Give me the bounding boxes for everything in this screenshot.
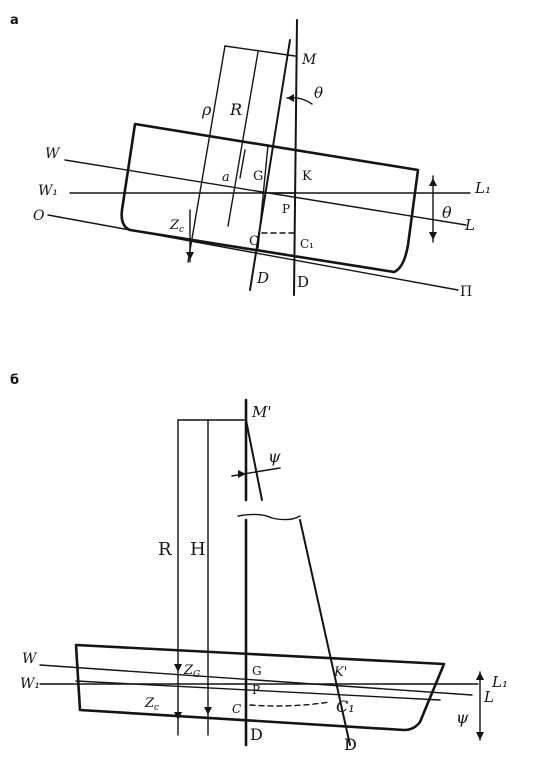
label-l1-a: L₁ — [474, 179, 491, 197]
psi-side-arrow-down-b — [476, 732, 484, 740]
zc-arrow-up-b — [174, 664, 182, 672]
inclined-line-cd-a — [249, 39, 291, 291]
label-m-b: M' — [251, 403, 271, 421]
psi-arc-top-b — [231, 467, 281, 477]
zc-arrow-a — [186, 252, 194, 260]
label-psi-side-b: ψ — [456, 708, 469, 727]
label-o-a: O — [33, 208, 45, 224]
label-pi-a: П — [460, 284, 472, 300]
label-k-b: K' — [333, 665, 347, 680]
label-zc-a: Zc — [169, 218, 184, 235]
label-w-b: W — [22, 651, 38, 667]
waterline-wl-b — [39, 664, 473, 696]
r-line-a — [227, 51, 259, 227]
h-arrow-b — [204, 707, 212, 715]
label-c-b: C — [232, 702, 241, 716]
rho-line-a — [187, 45, 226, 263]
theta-side-arrow-down-a — [429, 232, 437, 240]
label-w-a: W — [45, 146, 61, 162]
inner-line-b — [75, 680, 441, 701]
label-g-b: G — [252, 664, 262, 678]
baseline-o-a — [47, 214, 459, 291]
break-mark-b — [237, 513, 301, 521]
label-p-a: P — [282, 202, 290, 216]
label-zg-b: ZG — [183, 663, 200, 680]
panel-a: а M θ ρ R — [10, 13, 491, 300]
label-a-a: a — [222, 170, 230, 185]
line-g-c-a — [257, 144, 269, 249]
panel-a-tag: а — [10, 13, 19, 28]
label-theta-top-a: θ — [314, 84, 323, 102]
hull-outline-b — [74, 643, 446, 732]
label-r-a: R — [229, 100, 242, 119]
hull-outline-a — [120, 122, 420, 274]
label-k-a: K — [302, 169, 312, 184]
label-c-a: C — [249, 234, 259, 249]
label-d-right-a: D — [297, 273, 309, 291]
label-l-b: L — [483, 688, 494, 706]
label-d-left-a: D — [256, 269, 269, 287]
top-bar-a — [224, 45, 296, 57]
label-g-a: G — [253, 169, 263, 184]
label-c1-b: C₁ — [336, 697, 355, 716]
label-d-left-b: D — [250, 725, 263, 744]
label-l-a: L — [464, 216, 475, 234]
panel-b-tag: б — [10, 373, 19, 388]
vertical-line-kd-a — [293, 19, 298, 296]
theta-side-arrow-up-a — [429, 178, 437, 186]
label-d-right-b: D — [344, 735, 357, 754]
zc-arrow-low-b — [174, 712, 182, 720]
label-p-b: P — [252, 683, 260, 697]
label-m-a: M — [301, 52, 317, 68]
label-l1-b: L₁ — [491, 673, 508, 691]
theta-arrow-a — [287, 94, 294, 102]
label-psi-top-b: ψ — [268, 447, 281, 466]
inclined-upper-b — [245, 419, 263, 501]
label-w1-a: W₁ — [38, 183, 58, 199]
tick-a-a — [239, 149, 246, 179]
label-r-b: R — [158, 539, 172, 560]
label-h-b: H — [190, 539, 206, 560]
dashed-c-c1-b — [249, 701, 331, 707]
label-c1-a: C₁ — [300, 237, 314, 251]
psi-arrow-b — [238, 470, 246, 478]
label-zc-b: Zc — [144, 696, 159, 713]
psi-side-arrow-up-b — [476, 672, 484, 680]
label-theta-side-a: θ — [442, 203, 452, 222]
panel-b: б M' ψ R H — [10, 373, 508, 754]
label-w1-b: W₁ — [20, 676, 40, 692]
inclined-lower-b — [299, 519, 351, 746]
label-rho-a: ρ — [201, 100, 212, 119]
